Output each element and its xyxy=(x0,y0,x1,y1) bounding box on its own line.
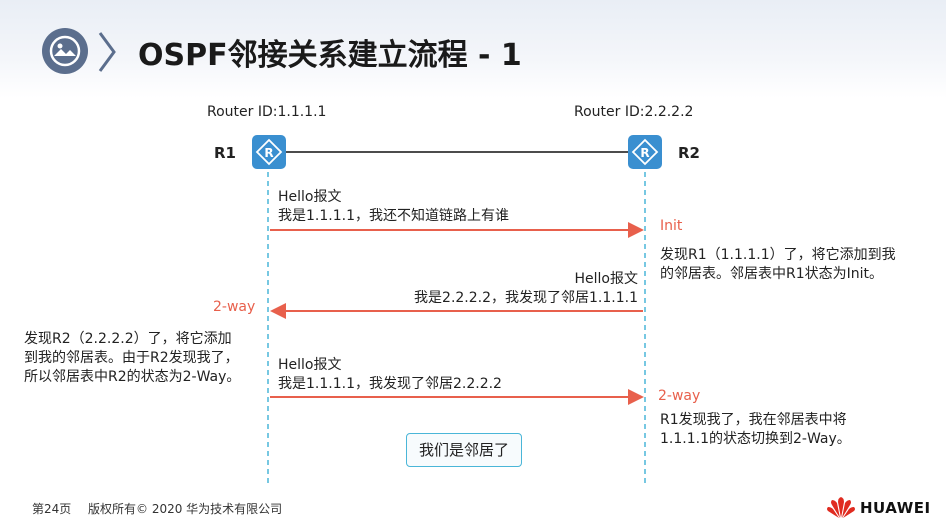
msg3-line1: Hello报文 xyxy=(278,357,342,373)
msg3-line2: 我是1.1.1.1，我发现了邻居2.2.2.2 xyxy=(278,376,502,392)
msg2-line1: Hello报文 xyxy=(574,271,639,287)
r2-init-state: Init xyxy=(660,218,683,234)
brand-name: HUAWEI xyxy=(860,499,931,517)
r2-two-way-state: 2-way xyxy=(658,388,701,404)
copyright-text: 版权所有© 2020 华为技术有限公司 xyxy=(88,502,283,516)
page-number: 第24页 xyxy=(32,502,72,516)
msg2-line2: 我是2.2.2.2，我发现了邻居1.1.1.1 xyxy=(414,290,638,306)
r1-router-id: Router ID:1.1.1.1 xyxy=(207,104,327,120)
router-r1-icon: R xyxy=(252,135,286,169)
svg-text:R: R xyxy=(640,146,649,160)
msg1-line2: 我是1.1.1.1，我还不知道链路上有谁 xyxy=(278,208,509,224)
header-band xyxy=(0,0,946,98)
r1-name: R1 xyxy=(214,144,236,162)
r2-two-way-note-line2: 1.1.1.1的状态切换到2-Way。 xyxy=(660,431,851,447)
msg1-line1: Hello报文 xyxy=(278,189,342,205)
r1-two-way-state: 2-way xyxy=(213,299,256,315)
r1-note-line1: 发现R2（2.2.2.2）了，将它添加 xyxy=(24,331,232,347)
r2-two-way-note-line1: R1发现我了，我在邻居表中将 xyxy=(660,412,847,428)
r2-name: R2 xyxy=(678,144,700,162)
r2-router-id: Router ID:2.2.2.2 xyxy=(574,104,694,120)
r1-note-line2: 到我的邻居表。由于R2发现我了， xyxy=(24,350,239,366)
neighbor-status-box: 我们是邻居了 xyxy=(406,433,522,467)
svg-text:R: R xyxy=(264,146,273,160)
page-title: OSPF邻接关系建立流程 - 1 xyxy=(138,38,522,73)
router-r2-icon: R xyxy=(628,135,662,169)
image-icon xyxy=(42,28,88,74)
chevron-right-icon xyxy=(98,32,116,72)
r1-note-line3: 所以邻居表中R2的状态为2-Way。 xyxy=(24,369,241,385)
r2-init-note-line2: 的邻居表。邻居表中R1状态为Init。 xyxy=(660,266,884,282)
huawei-logo-icon xyxy=(827,497,855,518)
r2-init-note-line1: 发现R1（1.1.1.1）了，将它添加到我 xyxy=(660,247,896,263)
